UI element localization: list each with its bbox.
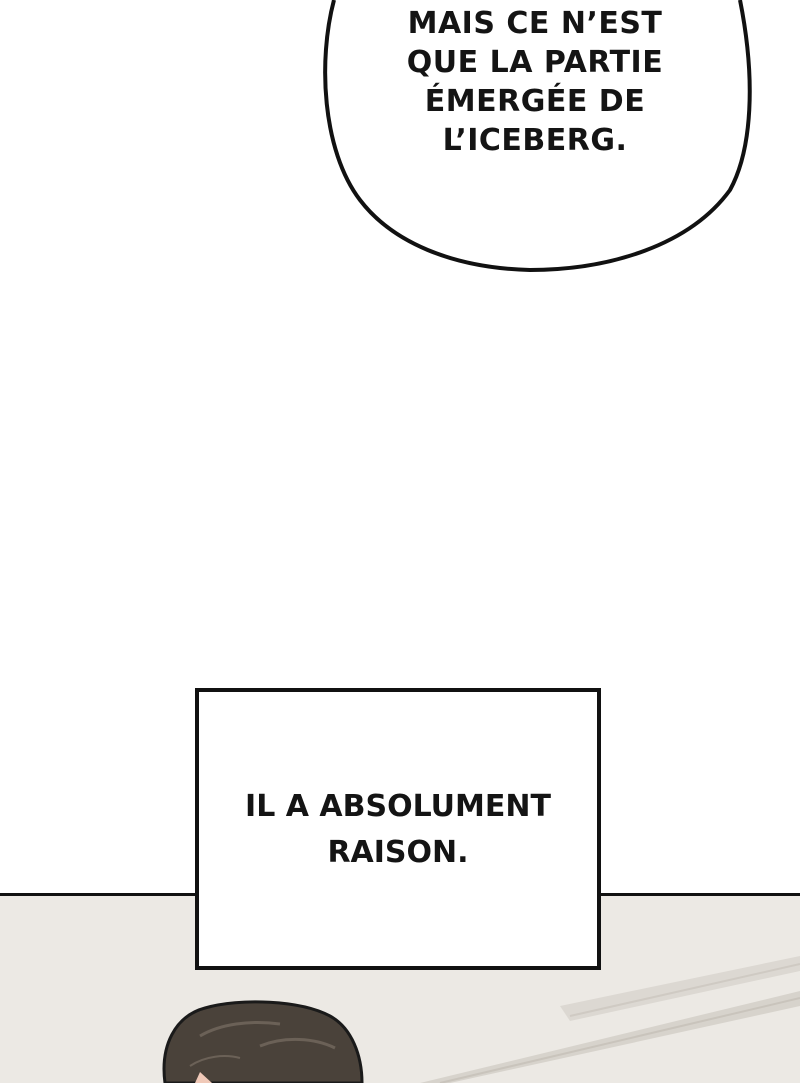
speech-line: L’ICEBERG. <box>442 123 628 158</box>
speech-line: ÉMERGÉE DE <box>424 84 646 119</box>
caption-line: IL A ABSOLUMENT <box>245 789 551 824</box>
speech-bubble-text: MAIS CE N’EST QUE LA PARTIE ÉMERGÉE DE L… <box>380 4 690 160</box>
lower-panel <box>0 893 800 1083</box>
panel-artwork <box>0 896 800 1083</box>
speech-line: MAIS CE N’EST <box>407 6 663 41</box>
caption-line: RAISON. <box>327 835 469 870</box>
caption-box: IL A ABSOLUMENT RAISON. <box>195 688 601 970</box>
caption-text: IL A ABSOLUMENT RAISON. <box>199 784 597 876</box>
speech-line: QUE LA PARTIE <box>406 45 664 80</box>
speech-bubble <box>323 0 752 272</box>
